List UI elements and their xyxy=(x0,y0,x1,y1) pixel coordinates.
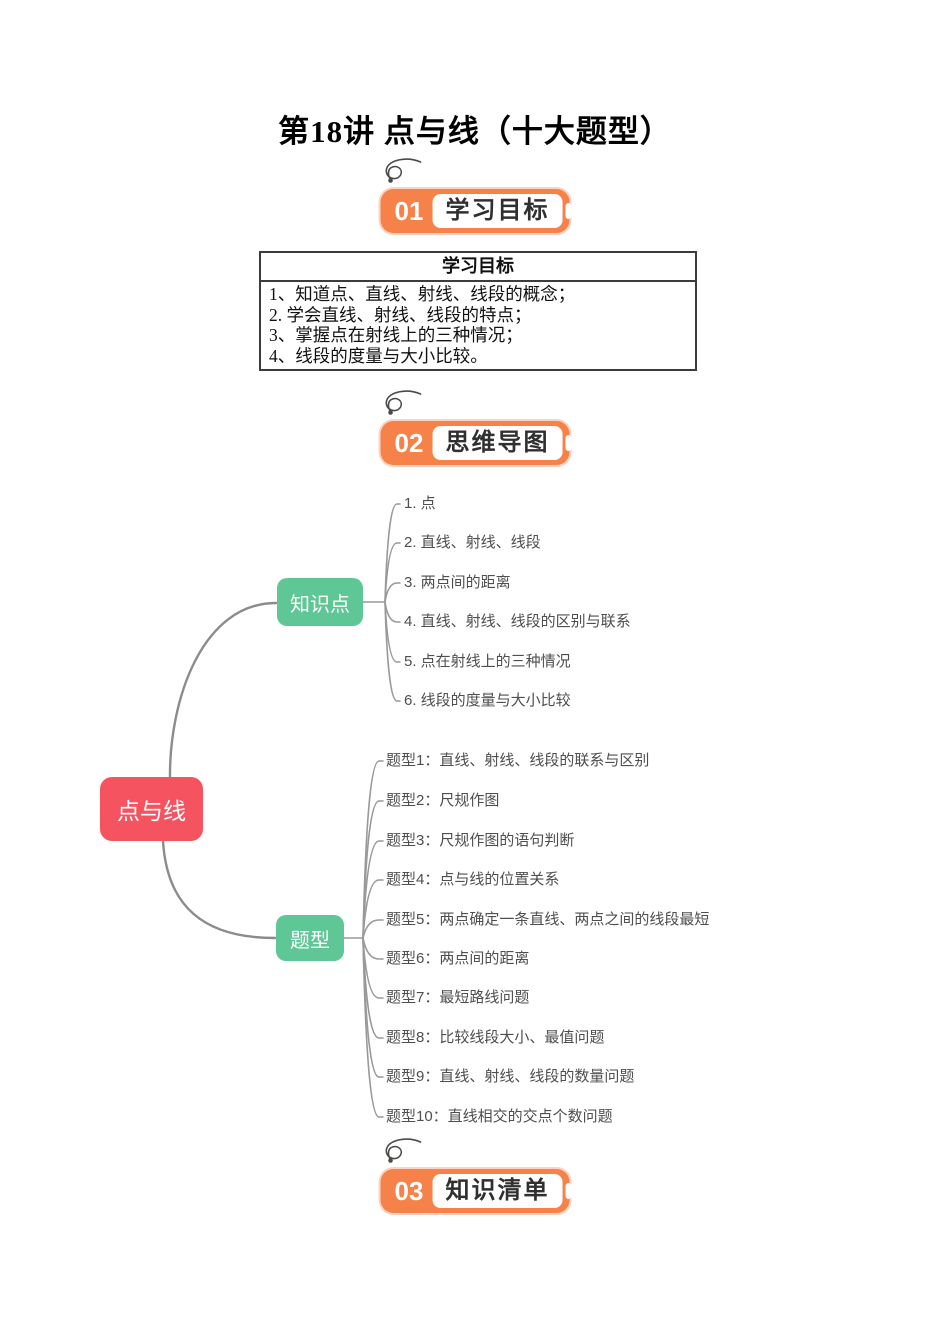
section-label: 思维导图 xyxy=(432,426,563,460)
mindmap-type-item: 题型6：两点间的距离 xyxy=(386,950,530,967)
mindmap-type-item: 题型1：直线、射线、线段的联系与区别 xyxy=(386,752,650,769)
goals-table-header: 学习目标 xyxy=(261,253,695,282)
mindmap-type-item: 题型8：比较线段大小、最值问题 xyxy=(386,1029,605,1046)
mindmap-type-item: 题型3：尺规作图的语句判断 xyxy=(386,832,575,849)
page-title: 第18讲 点与线（十大题型） xyxy=(278,114,672,149)
section-number: 03 xyxy=(394,1176,424,1206)
goals-table-body: 1、知道点、直线、射线、线段的概念； 2. 学会直线、射线、线段的特点； 3、掌… xyxy=(261,282,695,369)
mindmap-knowledge-item: 6. 线段的度量与大小比较 xyxy=(404,692,571,709)
goal-item: 2. 学会直线、射线、线段的特点； xyxy=(269,304,532,325)
mindmap-type-item: 题型9：直线、射线、线段的数量问题 xyxy=(386,1068,635,1085)
goal-item: 3、掌握点在射线上的三种情况； xyxy=(269,325,523,345)
mindmap-type-item: 题型5：两点确定一条直线、两点之间的线段最短 xyxy=(386,911,710,928)
learning-goals-table: 学习目标 1、知道点、直线、射线、线段的概念； 2. 学会直线、射线、线段的特点… xyxy=(259,251,697,371)
mindmap-knowledge-item: 3. 两点间的距离 xyxy=(404,574,511,591)
mindmap-knowledge-item: 1. 点 xyxy=(404,495,436,512)
goal-item: 4、线段的度量与大小比较。 xyxy=(269,345,488,366)
curl-decoration-icon xyxy=(385,390,422,415)
section-badge-03: 03 知识清单 xyxy=(380,1138,570,1213)
mindmap-type-item: 题型4：点与线的位置关系 xyxy=(386,871,560,888)
curl-decoration-icon xyxy=(385,1138,422,1163)
section-label: 知识清单 xyxy=(432,1174,563,1208)
mindmap-type-item: 题型7：最短路线问题 xyxy=(386,989,530,1006)
mindmap-type-item: 题型10：直线相交的交点个数问题 xyxy=(386,1108,613,1125)
goal-item: 1、知道点、直线、射线、线段的概念； xyxy=(269,284,576,304)
section-number: 02 xyxy=(394,428,424,458)
mindmap-types-node: 题型 xyxy=(276,915,344,961)
mindmap-knowledge-node: 知识点 xyxy=(277,578,363,626)
mindmap-knowledge-item: 4. 直线、射线、线段的区别与联系 xyxy=(404,613,631,630)
section-badge-01: 01 学习目标 xyxy=(380,158,570,233)
section-number: 01 xyxy=(394,196,424,226)
mindmap-root-node: 点与线 xyxy=(100,777,203,841)
mindmap-knowledge-item: 2. 直线、射线、线段 xyxy=(404,534,541,551)
curl-decoration-icon xyxy=(385,158,422,183)
section-badge-02: 02 思维导图 xyxy=(380,390,570,465)
mindmap-type-item: 题型2：尺规作图 xyxy=(386,792,500,809)
mindmap-knowledge-item: 5. 点在射线上的三种情况 xyxy=(404,653,571,670)
section-label: 学习目标 xyxy=(432,194,563,228)
